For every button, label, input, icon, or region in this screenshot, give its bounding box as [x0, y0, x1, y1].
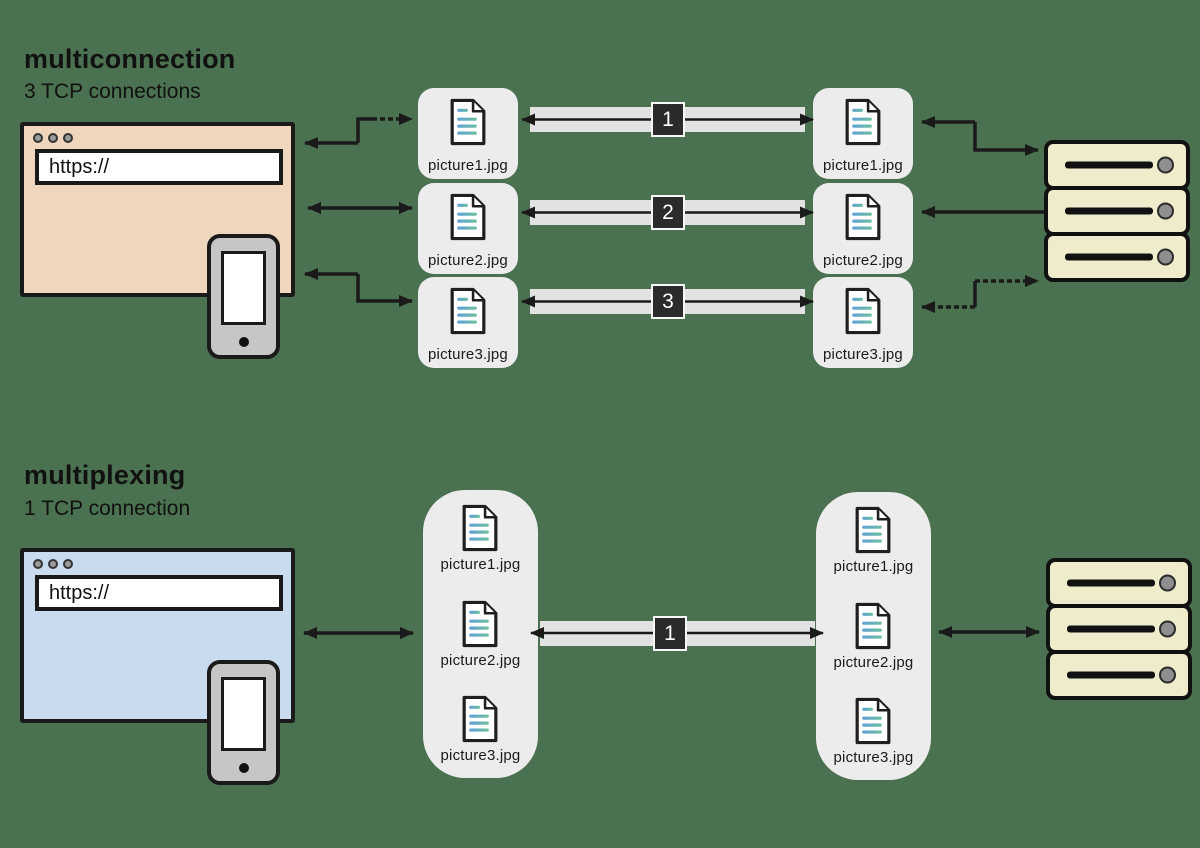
server-slot	[1065, 253, 1153, 261]
file-label: picture2.jpg	[823, 252, 903, 269]
client-file-card-2: picture2.jpg	[418, 183, 518, 274]
window-dot-icon	[48, 559, 58, 569]
file-label: picture1.jpg	[823, 157, 903, 174]
url-bar: https://	[35, 149, 283, 185]
file-label: picture3.jpg	[833, 749, 914, 766]
document-icon	[856, 602, 891, 649]
server-led	[1159, 574, 1176, 592]
browser-window-multiconnection: https://	[20, 122, 295, 297]
connection-badge-1: 1	[651, 102, 685, 137]
server-slot	[1067, 671, 1155, 679]
document-icon	[463, 504, 498, 552]
file-label: picture2.jpg	[428, 252, 508, 269]
window-controls	[33, 133, 73, 143]
file-label: picture3.jpg	[440, 747, 521, 764]
stack-item: picture3.jpg	[441, 694, 521, 764]
url-text: https://	[49, 581, 110, 604]
document-icon	[463, 600, 498, 647]
connection-badge-single: 1	[653, 616, 687, 651]
server-slot	[1065, 207, 1153, 215]
server-file-card-2: picture2.jpg	[813, 183, 913, 274]
server-led	[1159, 666, 1176, 684]
server-stack-icon	[1044, 140, 1190, 282]
server-unit	[1044, 140, 1190, 190]
connection-badge-2: 2	[651, 195, 685, 230]
server-unit	[1046, 650, 1192, 700]
file-label: picture3.jpg	[428, 346, 508, 363]
server-file-stack: picture1.jpg picture2.jpg picture3.jpg	[816, 492, 931, 780]
server-file-card-3: picture3.jpg	[813, 277, 913, 368]
document-icon	[463, 695, 498, 743]
stack-item: picture2.jpg	[834, 601, 914, 671]
url-bar: https://	[35, 575, 283, 611]
document-icon	[856, 697, 891, 745]
server-slot	[1065, 161, 1153, 169]
server-led	[1159, 620, 1176, 638]
multiconnection-subtitle: 3 TCP connections	[24, 80, 201, 103]
smartphone-icon	[207, 234, 280, 359]
phone-home-button	[238, 763, 249, 773]
smartphone-icon	[207, 660, 280, 785]
arrow-file1-to-server	[973, 122, 1039, 156]
file-label: picture1.jpg	[440, 556, 521, 573]
file-label: picture1.jpg	[428, 157, 508, 174]
client-file-stack: picture1.jpg picture2.jpg picture3.jpg	[423, 490, 538, 778]
phone-screen	[221, 251, 266, 325]
server-led	[1157, 202, 1174, 220]
document-icon	[450, 98, 486, 146]
client-file-card-3: picture3.jpg	[418, 277, 518, 368]
stack-item: picture2.jpg	[441, 599, 521, 669]
url-text: https://	[49, 155, 110, 178]
window-dot-icon	[33, 133, 43, 143]
document-icon	[845, 287, 881, 335]
phone-screen	[221, 677, 266, 751]
multiconnection-title: multiconnection	[24, 44, 236, 74]
server-unit	[1044, 232, 1190, 282]
file-label: picture2.jpg	[440, 651, 521, 669]
file-label: picture2.jpg	[833, 653, 914, 671]
server-stack-icon	[1046, 558, 1192, 700]
window-dot-icon	[63, 559, 73, 569]
document-icon	[845, 193, 881, 241]
arrow-browser-file1-riser	[356, 117, 372, 143]
document-icon	[845, 98, 881, 146]
document-icon	[450, 193, 486, 241]
window-dot-icon	[33, 559, 43, 569]
stack-item: picture3.jpg	[834, 696, 914, 766]
server-led	[1157, 248, 1174, 266]
stack-item: picture1.jpg	[834, 505, 914, 575]
arrow-file3-step	[356, 274, 413, 307]
server-slot	[1067, 579, 1155, 587]
server-slot	[1067, 625, 1155, 633]
window-controls	[33, 559, 73, 569]
document-icon	[450, 287, 486, 335]
window-dot-icon	[63, 133, 73, 143]
server-file-card-1: picture1.jpg	[813, 88, 913, 179]
connection-badge-3: 3	[651, 284, 685, 319]
server-unit	[1044, 186, 1190, 236]
server-unit	[1046, 604, 1192, 654]
stack-item: picture1.jpg	[441, 503, 521, 573]
client-file-card-1: picture1.jpg	[418, 88, 518, 179]
file-label: picture1.jpg	[833, 558, 914, 575]
window-dot-icon	[48, 133, 58, 143]
phone-home-button	[238, 337, 249, 347]
multiplexing-title: multiplexing	[24, 460, 186, 490]
file-label: picture3.jpg	[823, 346, 903, 363]
document-icon	[856, 506, 891, 554]
server-unit	[1046, 558, 1192, 608]
server-led	[1157, 156, 1174, 174]
multiplexing-subtitle: 1 TCP connection	[24, 497, 191, 520]
